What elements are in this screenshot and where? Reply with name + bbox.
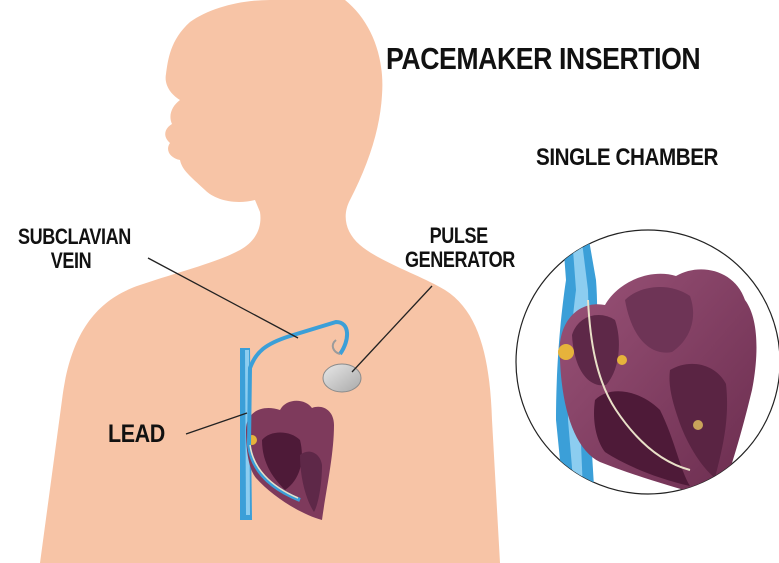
subclavian-vein-label-line2: VEIN [18, 249, 131, 273]
subclavian-vein-label-line1: SUBCLAVIAN [18, 225, 131, 249]
inset-title: SINGLE CHAMBER [536, 145, 718, 171]
lead-label: LEAD [108, 421, 165, 449]
subclavian-vein-label: SUBCLAVIAN VEIN [18, 225, 131, 273]
single-chamber-inset [516, 200, 779, 520]
pulse-generator-label: PULSE GENERATOR [405, 224, 515, 272]
diagram-title: PACEMAKER INSERTION [386, 42, 700, 76]
pulse-generator-label-line2: GENERATOR [405, 248, 515, 272]
pulse-generator-label-line1: PULSE [405, 224, 515, 248]
